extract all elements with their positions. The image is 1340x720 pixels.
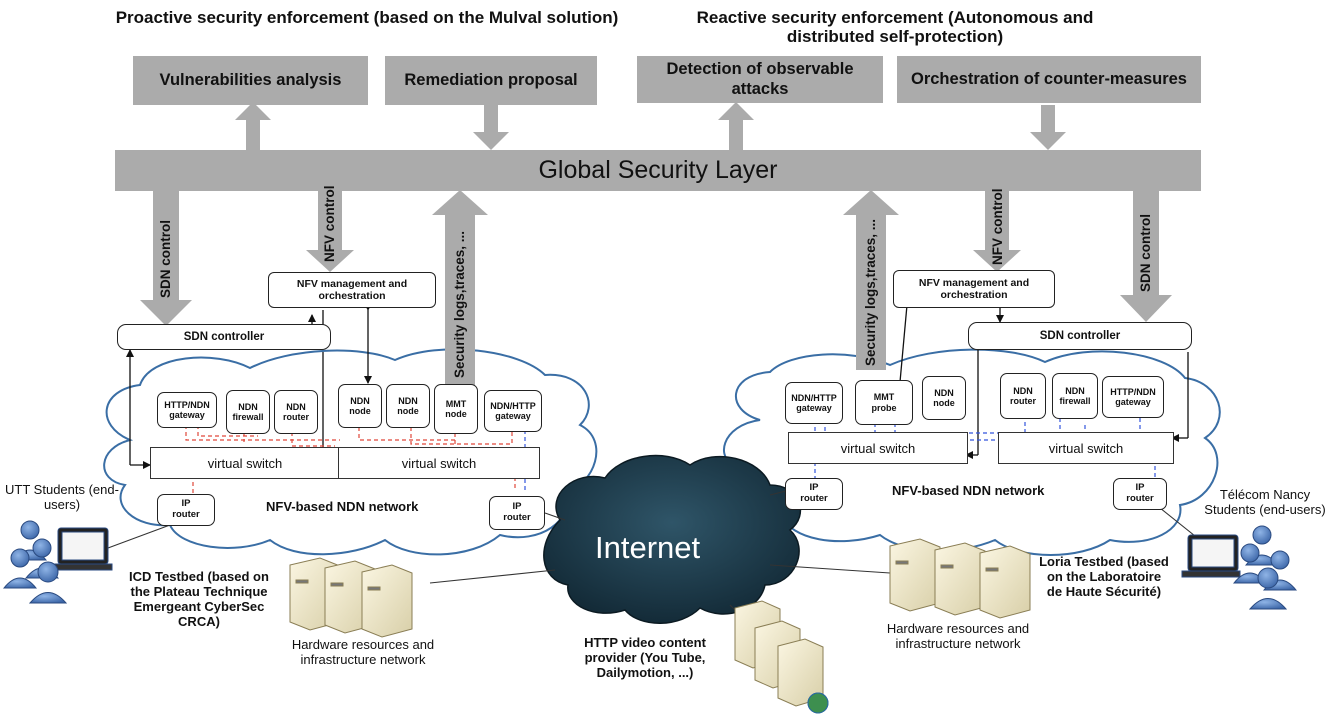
detection-label: Detection of observable attacks (666, 60, 854, 98)
loria-testbed-label: Loria Testbed (based on the Laboratoire … (1039, 554, 1169, 599)
loria-servers (889, 538, 1031, 619)
arrow-detect (718, 102, 754, 150)
left-network-label: NFV-based NDN network (266, 499, 419, 514)
node-label: NDN node (397, 395, 419, 416)
right-sdn-controller: SDN controller (968, 322, 1192, 350)
ip-router-label: IP router (172, 498, 200, 520)
left-node-ndn-router: NDN router (274, 390, 318, 434)
telecom-students-people (1181, 525, 1298, 610)
left-node-http-ndn-gateway: HTTP/NDN gateway (157, 392, 217, 428)
video-provider-label: HTTP video content provider (You Tube, D… (584, 635, 706, 680)
left-sdn-controller-label: SDN controller (183, 331, 265, 343)
node-label: NDN/HTTP gateway (490, 400, 536, 421)
right-connectors (899, 297, 1189, 459)
node-label: NDN router (1009, 385, 1036, 406)
virtual-switch-label: virtual switch (401, 455, 477, 471)
right-ip-router-1: IP router (785, 478, 843, 510)
security-logs-label-left: Security logs,traces, ... (452, 230, 467, 378)
security-logs-label-right: Security logs,traces, ... (863, 218, 878, 366)
remediation-label: Remediation proposal (404, 70, 578, 89)
right-hardware-label: Hardware resources and infrastructure ne… (886, 621, 1030, 651)
right-ip-router-2: IP router (1113, 478, 1167, 510)
virtual-switch-label: virtual switch (207, 455, 283, 471)
node-label: NDN router (282, 401, 309, 422)
sdn-control-label-right: SDN control (1138, 213, 1153, 292)
left-nfv-management-label: NFV management and orchestration (296, 277, 408, 302)
orchestration-box: Orchestration of counter-measures (897, 56, 1201, 103)
right-node-ndn-router: NDN router (1000, 373, 1046, 419)
right-virtual-switch-2: virtual switch (998, 432, 1174, 464)
reactive-heading: Reactive security enforcement (Autonomou… (696, 8, 1094, 47)
utt-students-label: UTT Students (end-users) (5, 482, 119, 512)
left-sdn-controller: SDN controller (117, 324, 331, 350)
left-ip-router-2: IP router (489, 496, 545, 530)
arrow-vuln (235, 102, 271, 150)
icd-servers (289, 557, 413, 638)
right-nfv-management-label: NFV management and orchestration (918, 276, 1030, 301)
utt-students-people (2, 520, 113, 604)
right-virtual-switch-1: virtual switch (788, 432, 968, 464)
icd-testbed-label: ICD Testbed (based on the Plateau Techni… (129, 569, 269, 629)
right-nfv-management-box: NFV management and orchestration (893, 270, 1055, 308)
node-label: HTTP/NDN gateway (164, 399, 210, 420)
vulnerabilities-label: Vulnerabilities analysis (159, 70, 342, 89)
internet-label: Internet (595, 530, 701, 565)
right-sdn-controller-label: SDN controller (1039, 330, 1121, 342)
left-node-ndn-node-2: NDN node (386, 384, 430, 428)
telecom-students-label: Télécom Nancy Students (end-users) (1204, 487, 1326, 517)
left-hardware-label: Hardware resources and infrastructure ne… (291, 637, 435, 667)
left-node-ndn-node-1: NDN node (338, 384, 382, 428)
vulnerabilities-box: Vulnerabilities analysis (133, 56, 368, 105)
global-security-layer-label: Global Security Layer (538, 156, 778, 184)
nfv-arrow-right (973, 190, 1021, 272)
arrow-orch (1030, 105, 1066, 150)
sdn-control-label-left: SDN control (158, 219, 173, 298)
node-label: MMT node (445, 398, 467, 419)
left-ip-router-1: IP router (157, 494, 215, 526)
ip-router-label: IP router (800, 482, 828, 504)
right-node-ndn-http-gateway: NDN/HTTP gateway (785, 382, 843, 424)
internet-cloud (543, 454, 801, 624)
node-label: NDN firewall (232, 401, 264, 422)
logs-arrow-right (843, 190, 899, 370)
virtual-switch-label: virtual switch (1048, 440, 1124, 456)
left-node-ndn-http-gateway: NDN/HTTP gateway (484, 390, 542, 432)
node-label: HTTP/NDN gateway (1110, 386, 1156, 407)
detection-box: Detection of observable attacks (637, 56, 883, 103)
proactive-heading: Proactive security enforcement (based on… (115, 8, 619, 27)
left-node-mmt-node: MMT node (434, 384, 478, 434)
arrow-remed (473, 105, 509, 150)
virtual-switch-label: virtual switch (840, 440, 916, 456)
node-label: NDN node (933, 387, 955, 408)
left-virtual-switch-2: virtual switch (338, 447, 540, 479)
left-nfv-management-box: NFV management and orchestration (268, 272, 436, 308)
left-virtual-switch-1: virtual switch (150, 447, 340, 479)
nfv-control-label-left: NFV control (322, 185, 337, 263)
orchestration-label: Orchestration of counter-measures (911, 69, 1187, 88)
right-node-http-ndn-gateway: HTTP/NDN gateway (1102, 376, 1164, 418)
right-node-ndn-node: NDN node (922, 376, 966, 420)
ip-router-label: IP router (1126, 482, 1154, 504)
ip-router-label: IP router (503, 501, 531, 523)
node-label: NDN/HTTP gateway (791, 392, 837, 413)
video-provider-servers (734, 600, 829, 714)
remediation-box: Remediation proposal (385, 56, 597, 105)
node-label: NDN node (349, 395, 371, 416)
left-node-ndn-firewall: NDN firewall (226, 390, 270, 434)
right-node-mmt-probe: MMT probe (855, 380, 913, 425)
nfv-arrow-left (306, 190, 354, 272)
global-security-layer: Global Security Layer (115, 150, 1201, 191)
logs-arrow-left (432, 190, 488, 385)
right-network-label: NFV-based NDN network (892, 483, 1045, 498)
sdn-arrow-left (140, 190, 192, 326)
node-label: MMT probe (871, 392, 897, 413)
node-label: NDN firewall (1059, 385, 1091, 406)
right-node-ndn-firewall: NDN firewall (1052, 373, 1098, 419)
sdn-arrow-right (1120, 190, 1172, 322)
nfv-control-label-right: NFV control (990, 188, 1005, 266)
